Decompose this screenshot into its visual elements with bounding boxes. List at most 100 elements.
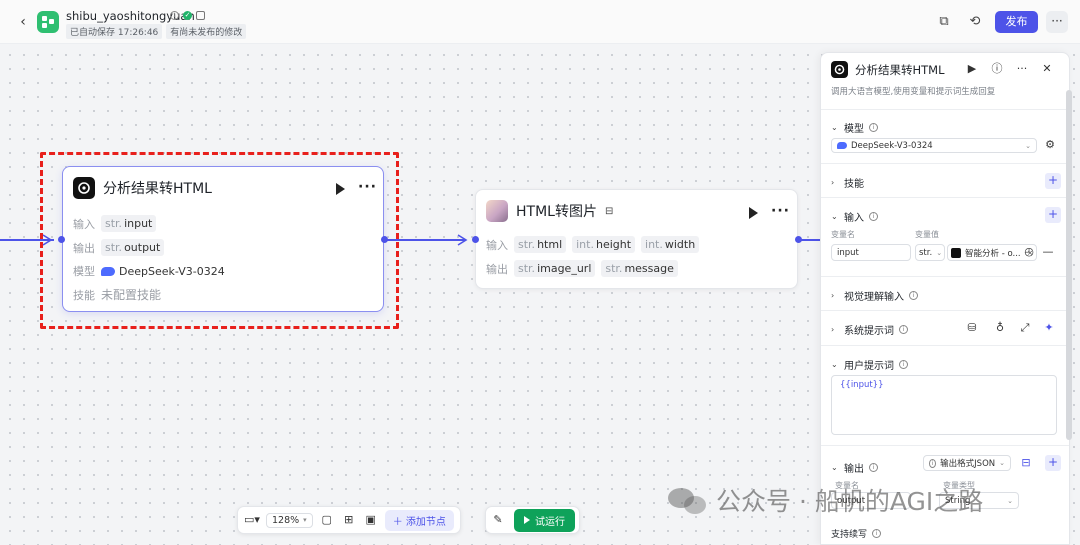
info-icon: i	[899, 360, 908, 369]
node-html-to-image[interactable]: HTML转图片 ⊟ ··· 输入 str.html int.height int…	[475, 189, 798, 289]
panel-header: 分析结果转HTML	[831, 61, 945, 78]
input-var-type-select[interactable]: str.⌄	[915, 244, 945, 261]
unpublished-tag: 有尚未发布的修改	[166, 24, 247, 39]
edit-icon[interactable]	[196, 11, 205, 20]
info-icon: i	[869, 123, 878, 132]
row-label: 输入	[73, 217, 95, 231]
model-select[interactable]: DeepSeek-V3-0324⌄	[831, 138, 1037, 153]
col-var-value: 变量值	[915, 230, 939, 239]
node-analysis-to-html[interactable]: 分析结果转HTML ··· 输入 str.input 输出 str.output…	[62, 166, 384, 312]
help-icon[interactable]: ⓘ	[991, 62, 1003, 75]
node-config-panel: 分析结果转HTML ▶ ⓘ ··· ✕ 调用大语言模型,使用变量和提示词生成回复…	[820, 52, 1070, 545]
edge-outgoing	[800, 239, 822, 241]
arrow-a-to-b-icon	[457, 234, 468, 246]
expand-icon[interactable]: ⤢	[1020, 321, 1030, 334]
image-icon[interactable]: ▣	[365, 513, 376, 526]
skills-value: 未配置技能	[101, 288, 162, 302]
output-schema-icon[interactable]: ⊟	[1021, 456, 1031, 469]
user-prompt-textarea[interactable]: {{input}}	[831, 375, 1057, 435]
variable-picker-icon[interactable]: ◴	[1024, 245, 1034, 258]
node-run-icon[interactable]	[336, 183, 345, 195]
node-b-output-port[interactable]	[795, 236, 802, 243]
node-a-output-port[interactable]	[381, 236, 388, 243]
check-circle-icon: ✓	[183, 11, 192, 20]
input-var-name-field[interactable]: input	[831, 244, 911, 261]
col-var-name: 变量名	[831, 230, 855, 239]
settings-icon[interactable]: ⚙	[1045, 138, 1055, 151]
node-run-icon[interactable]	[749, 207, 758, 219]
minimap-icon[interactable]: ▭▾	[244, 513, 260, 526]
info-icon[interactable]: i	[170, 11, 179, 20]
app-name: shibu_yaoshitongyuan	[66, 9, 195, 23]
publish-button[interactable]: 发布	[995, 11, 1038, 33]
node-more-icon[interactable]: ···	[358, 179, 377, 195]
ai-sparkle-icon[interactable]: ✦	[1044, 321, 1054, 334]
node-skills-row: 技能 未配置技能	[73, 286, 161, 303]
node-a-input-port[interactable]	[58, 236, 65, 243]
add-node-button[interactable]: ＋ 添加节点	[384, 509, 454, 531]
layout-grid-icon[interactable]: ⊞	[344, 513, 354, 526]
chevron-right-icon: ›	[831, 325, 835, 334]
info-icon: i	[872, 529, 882, 538]
arrow-incoming-icon	[42, 234, 53, 246]
wrench-icon[interactable]: ✎	[493, 513, 503, 526]
history-icon[interactable]: ⟲	[969, 14, 981, 29]
add-input-button[interactable]: +	[1045, 207, 1061, 223]
node-title: HTML转图片	[516, 204, 597, 220]
node-input-row: 输入 str.input	[73, 215, 157, 232]
edge-incoming	[0, 239, 54, 241]
autosave-tag: 已自动保存 17:26:46	[66, 24, 163, 39]
llm-node-icon	[951, 247, 961, 258]
input-var-value-select[interactable]: 智能分析 - o...×	[947, 244, 1037, 261]
more-menu-button[interactable]: ···	[1046, 11, 1068, 33]
section-skills: ›技能 +	[821, 163, 1069, 197]
canvas-toolbar: ▭▾ 128%▾ ▢ ⊞ ▣ ＋ 添加节点	[237, 506, 461, 534]
panel-scrollbar[interactable]	[1066, 90, 1072, 440]
node-header: 分析结果转HTML	[73, 177, 212, 199]
close-icon[interactable]: ✕	[1042, 62, 1052, 75]
row-label: 模型	[73, 265, 95, 278]
remove-input-icon[interactable]: —	[1042, 245, 1054, 258]
more-icon[interactable]: ···	[1016, 62, 1028, 75]
chevron-right-icon: ›	[831, 178, 835, 187]
node-title: 分析结果转HTML	[103, 181, 212, 197]
info-icon: i	[909, 291, 918, 300]
test-run-button[interactable]: 试运行	[514, 508, 575, 532]
idea-icon[interactable]: ♁	[995, 321, 1005, 334]
zoom-select[interactable]: 128%▾	[266, 512, 313, 528]
html-to-image-icon	[486, 200, 508, 222]
save-status: 已自动保存 17:26:46 有尚未发布的修改	[66, 24, 247, 39]
prompt-library-icon[interactable]: ⛁	[967, 321, 977, 334]
output-var-type-select[interactable]: String⌄	[939, 492, 1019, 509]
col-var-type: 变量类型	[943, 481, 975, 490]
deepseek-logo-icon	[101, 266, 115, 276]
output-var-name-field[interactable]: output	[831, 492, 911, 509]
model-value: DeepSeek-V3-0324	[101, 265, 225, 278]
node-input-row: 输入 str.html int.height int.width	[486, 236, 700, 253]
add-output-button[interactable]: +	[1045, 455, 1061, 471]
var-chip: int.height	[572, 236, 636, 253]
comment-icon[interactable]: ▢	[321, 513, 332, 526]
chevron-down-icon: ⌄	[831, 463, 838, 472]
node-model-row: 模型 DeepSeek-V3-0324	[73, 263, 225, 279]
node-more-icon[interactable]: ···	[771, 203, 790, 219]
add-skill-button[interactable]: +	[1045, 173, 1061, 189]
chevron-down-icon: ⌄	[831, 123, 838, 132]
section-skills-toggle[interactable]: ›技能	[831, 178, 864, 190]
row-label: 输入	[486, 238, 508, 252]
copy-icon[interactable]: ⧉	[939, 14, 949, 29]
node-b-input-port[interactable]	[472, 236, 479, 243]
chevron-left-icon[interactable]: ‹	[20, 14, 26, 30]
chevron-right-icon: ›	[831, 291, 835, 300]
run-node-icon[interactable]: ▶	[967, 62, 977, 75]
